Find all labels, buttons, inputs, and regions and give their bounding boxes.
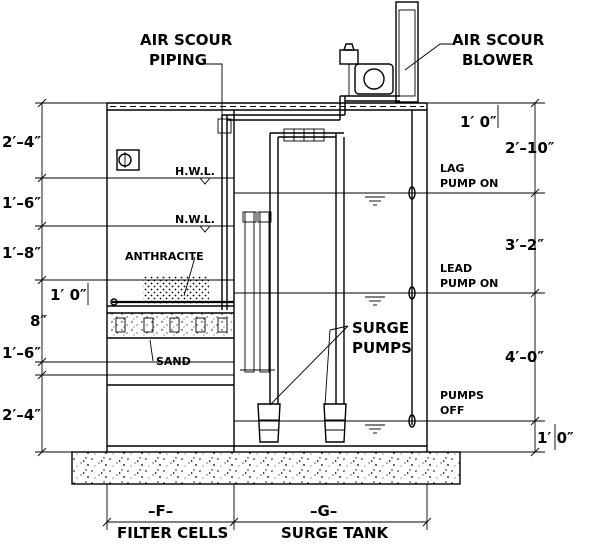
air-scour-piping-label-line2: PIPING (149, 51, 207, 69)
right-dim-middle: 3′–2″ (505, 236, 544, 254)
leader-lines (149, 43, 452, 406)
left-dim-1-6-top: 1′–6″ (2, 194, 41, 212)
right-dimension-line (427, 98, 556, 457)
air-scour-blower (339, 1, 419, 103)
left-dim-1-8: 1′–8″ (2, 244, 41, 262)
left-dim-8: 8″ (30, 312, 47, 330)
left-dimension-texts: 2′–4″ 1′–6″ 1′–8″ 1′ 0″ 8″ 1′–6″ 2′–4″ (2, 133, 87, 424)
tank-outline (106, 102, 428, 452)
lead-pump-on-label-line1: LEAD (440, 262, 472, 275)
pumps-off-label-line2: OFF (440, 404, 464, 417)
left-dimension-line (35, 98, 107, 457)
pumps-off-label-line1: PUMPS (440, 389, 484, 402)
left-dim-1-0: 1′ 0″ (50, 286, 87, 304)
surge-tank-label: SURGE TANK (281, 524, 390, 542)
lag-pump-on-label: LAG PUMP ON (440, 162, 498, 190)
filter-cells-label: FILTER CELLS (117, 524, 228, 542)
air-scour-piping (217, 95, 400, 310)
lead-pump-on-label: LEAD PUMP ON (440, 262, 498, 290)
pumps-off-label: PUMPS OFF (440, 389, 484, 417)
filter-cell-internals (107, 149, 234, 386)
nwl-label: N.W.L. (175, 213, 215, 226)
water-level-lines (35, 177, 545, 434)
float-switch-line (408, 110, 416, 428)
air-scour-blower-label-line2: BLOWER (462, 51, 534, 69)
right-dim-top-offset: 1′ 0″ (460, 113, 497, 131)
g-marker: –G– (310, 502, 337, 520)
air-scour-blower-label: AIR SCOUR BLOWER (452, 31, 545, 69)
air-scour-blower-label-line1: AIR SCOUR (452, 31, 545, 49)
right-dimension-texts: 1′ 0″ 2′–10″ 3′–2″ 4′–0″ 1′ 0″ (460, 113, 574, 447)
air-scour-piping-label-line1: AIR SCOUR (140, 31, 233, 49)
left-dim-2-4-top: 2′–4″ (2, 133, 41, 151)
bottom-dimension-lines (102, 484, 432, 530)
lag-pump-on-label-line1: LAG (440, 162, 465, 175)
right-dim-lower: 4′–0″ (505, 348, 544, 366)
left-dim-1-6-bottom: 1′–6″ (2, 344, 41, 362)
f-marker: –F– (148, 502, 173, 520)
sand-label: SAND (156, 355, 191, 368)
anthracite-label: ANTHRACITE (125, 250, 204, 263)
surge-pumps-label-line1: SURGE (352, 319, 409, 337)
surge-pumps-label-line2: PUMPS (352, 339, 412, 357)
right-dim-bottom-offset: 1′ 0″ (537, 429, 574, 447)
left-dim-2-4-bottom: 2′–4″ (2, 406, 41, 424)
lag-pump-on-label-line2: PUMP ON (440, 177, 498, 190)
surge-pumps-label: SURGE PUMPS (352, 319, 412, 357)
concrete-slab (71, 451, 461, 485)
right-dim-upper: 2′–10″ (505, 139, 555, 157)
air-scour-piping-label: AIR SCOUR PIPING (140, 31, 233, 69)
hwl-label: H.W.L. (175, 165, 215, 178)
lead-pump-on-label-line2: PUMP ON (440, 277, 498, 290)
surge-pumps (240, 128, 347, 443)
